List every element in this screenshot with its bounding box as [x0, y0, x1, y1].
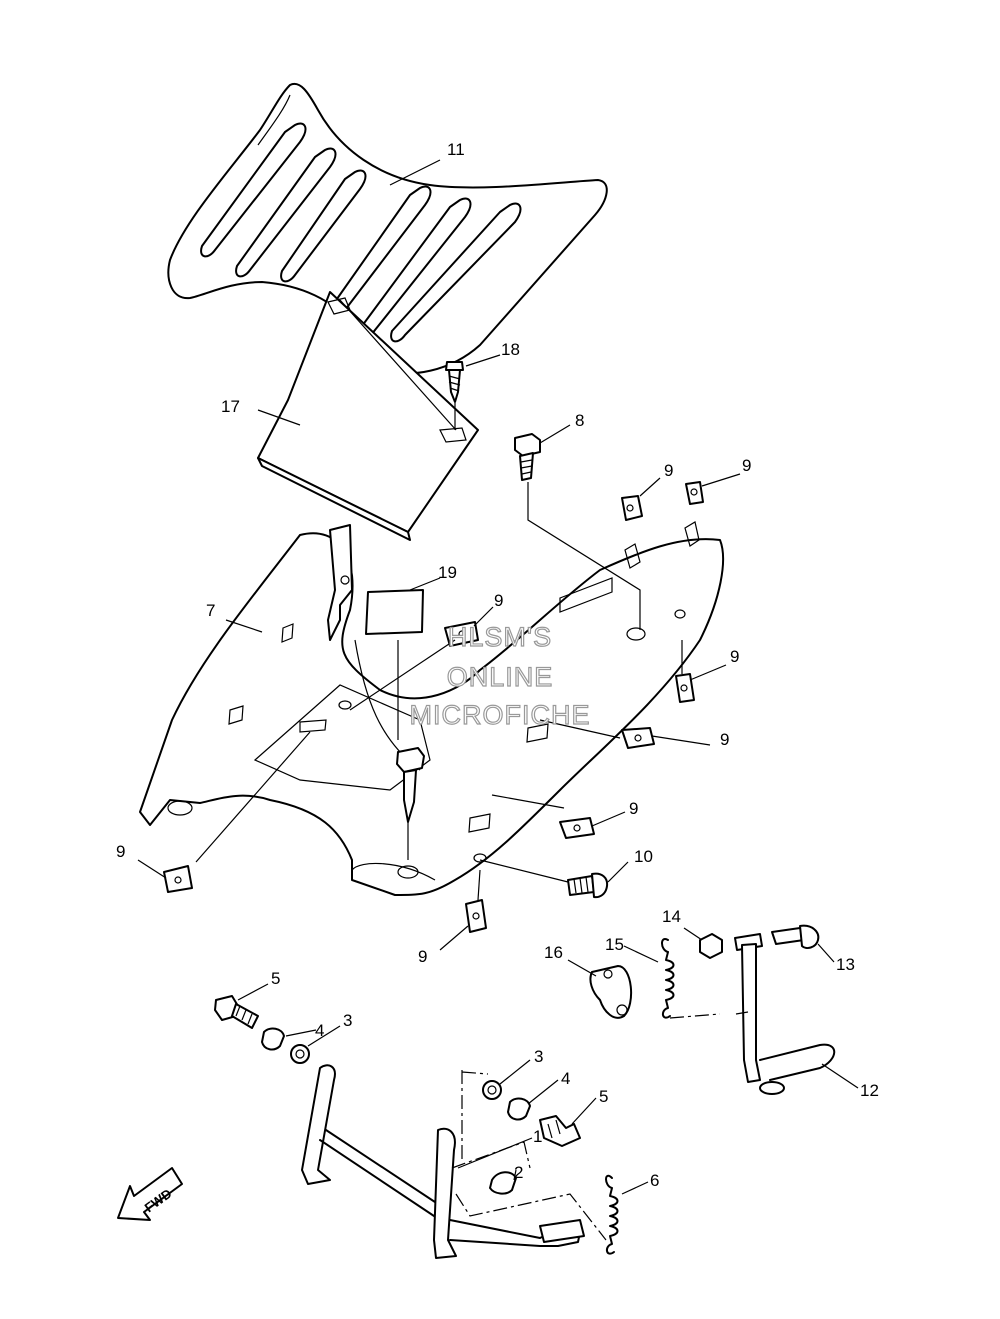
callout-9: 9 [629, 799, 638, 818]
callout-6: 6 [650, 1171, 659, 1190]
callout-3: 3 [343, 1011, 352, 1030]
callout-1: 1 [533, 1127, 542, 1146]
watermark: HLSM'S ONLINE MICROFICHE [409, 621, 591, 730]
callout-12: 12 [860, 1081, 879, 1100]
clip-nut[interactable] [675, 673, 695, 703]
leader-lines [137, 159, 859, 1195]
watermark-line-2: ONLINE [447, 662, 554, 692]
callout-9: 9 [720, 730, 729, 749]
callout-14: 14 [662, 907, 681, 926]
callout-15: 15 [605, 935, 624, 954]
side-stand[interactable] [699, 924, 836, 1095]
callout-18: 18 [501, 340, 520, 359]
caution-label[interactable] [365, 589, 424, 635]
clip-nut[interactable] [685, 481, 704, 505]
callout-numbers: 11 18 17 8 9 9 19 9 7 9 9 9 9 10 9 14 13… [116, 140, 879, 1190]
main-stand[interactable] [301, 1064, 585, 1259]
pivot-hardware-left[interactable] [214, 995, 310, 1064]
clip-nut[interactable] [621, 727, 655, 749]
callout-3: 3 [534, 1047, 543, 1066]
panel-bolt[interactable] [396, 747, 425, 823]
spring-6[interactable] [605, 1174, 619, 1255]
screw-10[interactable] [567, 872, 609, 899]
pivot-hardware-right[interactable] [482, 1080, 581, 1147]
callout-16: 16 [544, 943, 563, 962]
callout-5: 5 [599, 1087, 608, 1106]
callout-9: 9 [664, 461, 673, 480]
callout-11: 11 [447, 140, 465, 159]
watermark-line-1: HLSM'S [448, 622, 552, 652]
forward-arrow-icon: FWD [117, 1167, 183, 1221]
callout-9: 9 [116, 842, 125, 861]
callout-4: 4 [561, 1069, 570, 1088]
callout-9: 9 [418, 947, 427, 966]
callout-2: 2 [514, 1163, 523, 1182]
callout-13: 13 [836, 955, 855, 974]
callout-19: 19 [438, 563, 457, 582]
callout-4: 4 [315, 1021, 324, 1040]
clip-nut[interactable] [621, 495, 643, 521]
clip-nut[interactable] [444, 621, 479, 647]
callout-5: 5 [271, 969, 280, 988]
spring-15[interactable] [661, 938, 675, 1019]
watermark-line-3: MICROFICHE [410, 700, 591, 730]
bolt-8[interactable] [514, 433, 541, 481]
callout-17: 17 [221, 397, 240, 416]
bracket-16[interactable] [589, 965, 633, 1019]
callout-9: 9 [494, 591, 503, 610]
callout-8: 8 [575, 411, 584, 430]
screw-18[interactable] [445, 361, 464, 403]
clip-nut[interactable] [163, 865, 193, 893]
callout-9: 9 [730, 647, 739, 666]
callout-9: 9 [742, 456, 751, 475]
assembly-lines [195, 403, 749, 1241]
clip-nut-group [163, 481, 704, 933]
callout-10: 10 [634, 847, 653, 866]
collar-2[interactable] [489, 1171, 517, 1195]
callout-7: 7 [206, 601, 215, 620]
lid[interactable] [257, 291, 479, 541]
clip-nut[interactable] [559, 817, 595, 839]
floor-mat[interactable] [167, 82, 608, 375]
clip-nut[interactable] [465, 899, 487, 933]
